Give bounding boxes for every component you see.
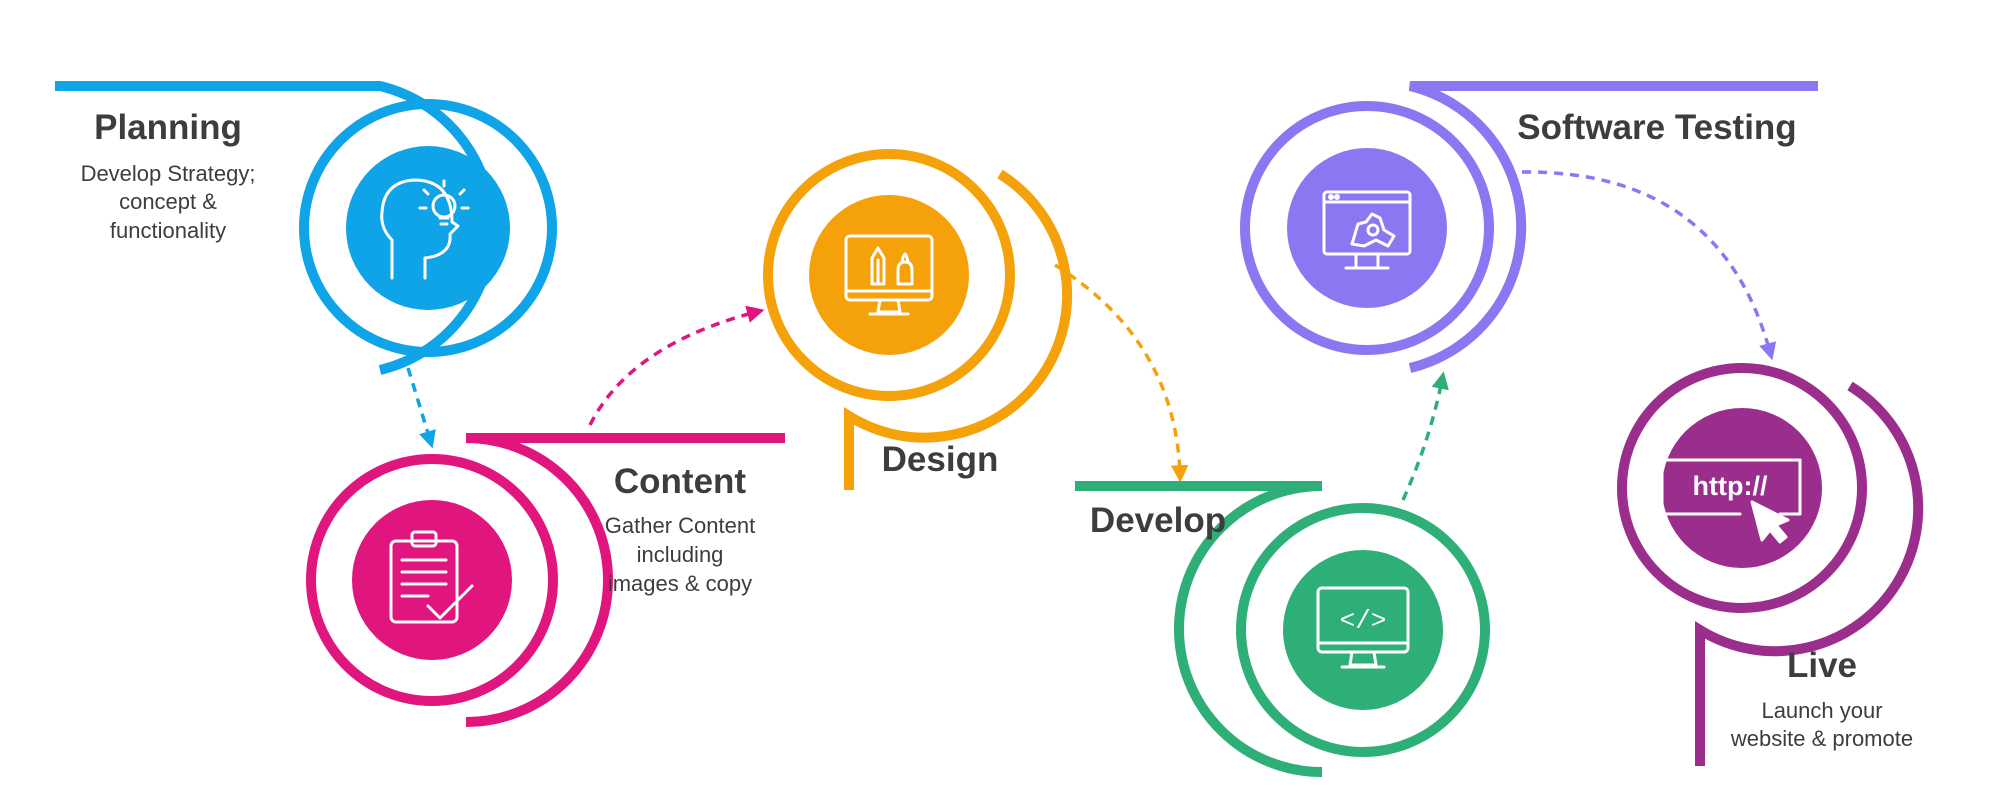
live-title: Live [1787, 646, 1857, 685]
step-live: http:// Live Launch your website & promo… [1617, 363, 1924, 766]
design-ring [763, 149, 1015, 401]
arrow-develop-to-testing [1401, 371, 1449, 501]
content-title: Content [614, 462, 747, 501]
testing-title: Software Testing [1517, 108, 1796, 147]
develop-ring [1236, 503, 1490, 757]
http-text: http:// [1693, 471, 1768, 501]
monitor-pencil-brush-icon [844, 234, 934, 316]
content-desc-line-3: images & copy [608, 571, 752, 596]
content-ring [306, 454, 558, 706]
planning-desc-line-3: functionality [110, 218, 226, 243]
planning-icon-circle [346, 146, 510, 310]
design-icon-circle [809, 195, 969, 355]
content-desc-line-1: Gather Content [605, 513, 755, 538]
arrow-planning-to-content [406, 367, 436, 449]
develop-bracket [1075, 481, 1323, 777]
planning-title: Planning [94, 108, 242, 147]
step-design: Design [763, 149, 1189, 490]
arrow-content-to-design [588, 305, 765, 426]
design-bracket [844, 169, 1073, 490]
planning-desc-line-2: concept & [119, 189, 217, 214]
live-bracket [1695, 381, 1924, 766]
live-icon-circle [1662, 408, 1822, 568]
content-desc-line-2: including [637, 542, 724, 567]
head-lightbulb-icon [380, 178, 470, 280]
code-brackets-text: </> [1340, 606, 1387, 636]
step-develop: </> Develop [1075, 371, 1490, 777]
step-content: Content Gather Content including images … [306, 305, 785, 727]
testing-bracket [1408, 81, 1818, 373]
step-testing: Software Testing [1240, 81, 1818, 373]
http-cursor-icon [1660, 458, 1802, 544]
planning-ring [299, 99, 557, 357]
live-ring [1617, 363, 1867, 613]
develop-icon-circle [1283, 550, 1443, 710]
planning-desc-line-1: Develop Strategy; [81, 161, 256, 186]
monitor-code-icon [1316, 586, 1410, 669]
arrow-testing-to-live [1521, 170, 1777, 361]
design-title: Design [882, 440, 999, 479]
live-desc-line-2: website & promote [1730, 726, 1913, 751]
browser-bug-icon [1322, 190, 1412, 270]
live-desc-line-1: Launch your [1761, 698, 1882, 723]
develop-title: Develop [1090, 501, 1226, 540]
testing-ring [1240, 101, 1494, 355]
clipboard-check-icon [389, 530, 474, 624]
content-icon-circle [352, 500, 512, 660]
arrow-design-to-develop [1054, 263, 1189, 483]
step-planning: Planning Develop Strategy; concept & fun… [55, 81, 557, 449]
content-bracket [465, 433, 785, 727]
